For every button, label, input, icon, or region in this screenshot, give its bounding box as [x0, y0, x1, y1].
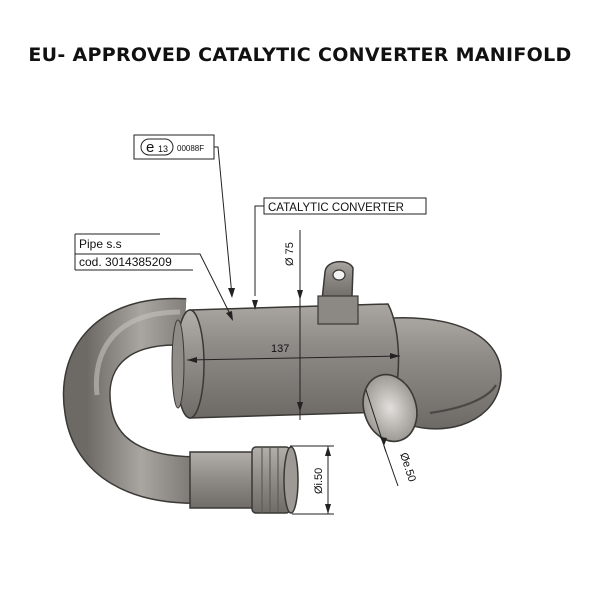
e-mark-letter: e	[146, 139, 154, 156]
dimension-converter-diameter: Ø 75	[284, 230, 303, 420]
catalytic-converter-body	[171, 303, 400, 419]
converter-length-text: 137	[271, 343, 289, 355]
diagram-title: EU- APPROVED CATALYTIC CONVERTER MANIFOL…	[28, 44, 572, 66]
catalytic-converter-label: CATALYTIC CONVERTER	[268, 202, 404, 214]
converter-diameter-text: Ø 75	[284, 242, 296, 266]
bracket-hole	[332, 269, 346, 281]
inlet-diameter-text: Øi.50	[313, 468, 325, 494]
pipe-label-line1: Pipe s.s	[79, 237, 122, 251]
inlet-opening	[283, 446, 299, 514]
outlet-opening	[362, 373, 418, 443]
dimension-inlet-diameter: Øi.50	[290, 445, 334, 515]
e-mark-number: 13	[158, 144, 168, 154]
dimension-converter-length: 137	[186, 343, 401, 363]
outlet-diameter-text: Øe.50	[397, 451, 418, 483]
u-bend-pipe	[62, 297, 196, 504]
homologation-code: 00088F	[177, 144, 204, 153]
inlet-pipe	[189, 446, 299, 514]
e-mark-icon	[140, 138, 174, 156]
mounting-bracket	[317, 260, 359, 325]
catalytic-converter-callout: CATALYTIC CONVERTER	[252, 197, 427, 310]
pipe-callout: Pipe s.s cod. 3014385209	[74, 233, 233, 321]
homologation-callout: e 13 00088F	[133, 134, 235, 298]
pipe-label-line2: cod. 3014385209	[79, 255, 172, 269]
outlet-pipe	[362, 373, 418, 443]
